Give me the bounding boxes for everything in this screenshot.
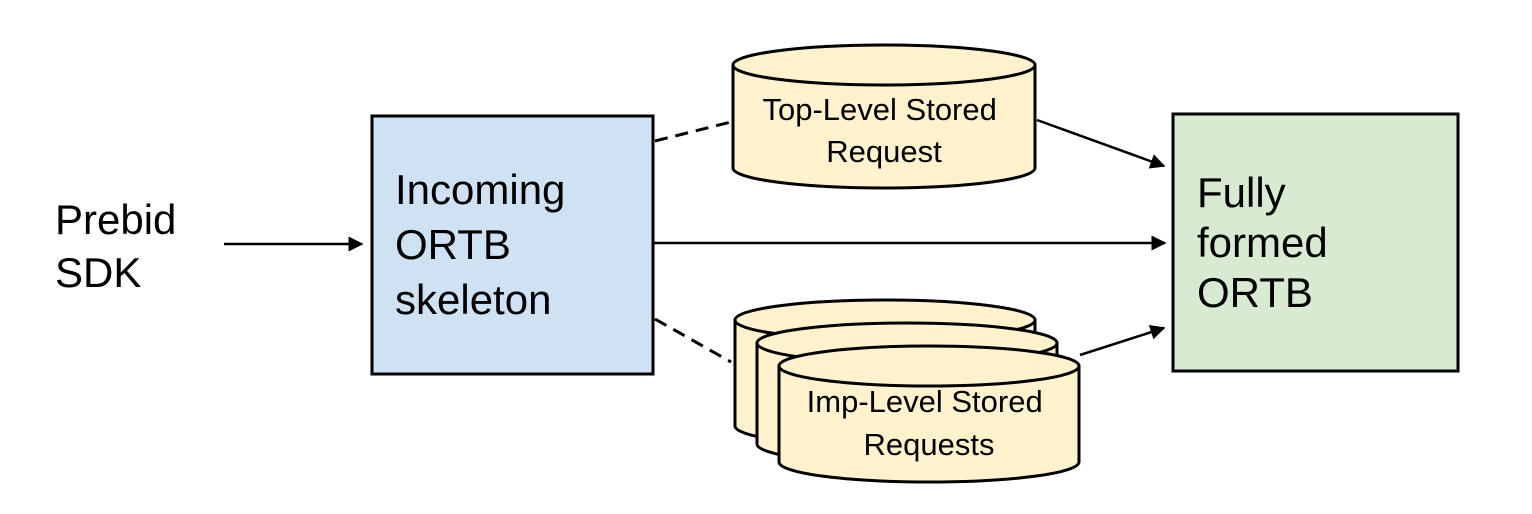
top-stored-to-fully-arrow <box>1036 118 1166 169</box>
incoming-ortb-box-label: Incoming ORTB skeleton <box>395 166 577 323</box>
imp-cylinder-label-line2: Requests <box>864 427 995 462</box>
prebid-sdk-label-line2: SDK <box>55 249 141 296</box>
prebid-sdk-label-line1: Prebid <box>55 196 176 243</box>
imp-cylinder-label: Imp-Level Stored Requests <box>807 384 1052 462</box>
incoming-to-top-stored-dashed-line <box>654 120 732 143</box>
incoming-ortb-label-line3: skeleton <box>395 276 551 323</box>
top-cylinder-label-line2: Request <box>826 134 942 169</box>
fully-formed-label-line2: formed <box>1197 219 1328 266</box>
top-cylinder-label-line1: Top-Level Stored <box>763 92 997 127</box>
fully-formed-label-line3: ORTB <box>1197 269 1313 316</box>
top-cylinder-top <box>731 43 1037 87</box>
fully-formed-label-line1: Fully <box>1197 169 1286 216</box>
fully-formed-ortb-box-label: Fully formed ORTB <box>1197 169 1339 316</box>
incoming-ortb-label-line1: Incoming <box>395 166 565 213</box>
fully-formed-ortb-box <box>1171 112 1460 373</box>
imp-cylinder-front-body <box>777 364 1081 484</box>
incoming-to-imp-stored-dashed-line <box>654 317 732 364</box>
top-cylinder-label: Top-Level Stored Request <box>763 92 1006 169</box>
prebid-sdk-label: Prebid SDK <box>55 196 188 296</box>
imp-stored-to-fully-arrow <box>1079 324 1166 357</box>
imp-level-stored-requests-cylinders: Imp-Level Stored Requests <box>733 298 1081 484</box>
incoming-ortb-label-line2: ORTB <box>395 221 511 268</box>
incoming-ortb-box <box>370 114 655 376</box>
imp-cylinder-label-line1: Imp-Level Stored <box>807 384 1043 419</box>
top-cylinder-body <box>731 63 1037 190</box>
top-level-stored-request-cylinder: Top-Level Stored Request <box>731 43 1037 190</box>
imp-cylinder-front: Imp-Level Stored Requests <box>777 344 1081 484</box>
imp-cylinder-front-top <box>777 344 1081 388</box>
